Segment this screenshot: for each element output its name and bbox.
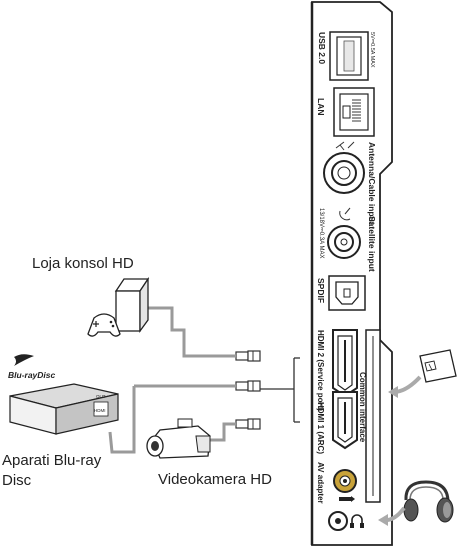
bluray-label: Aparati Blu-ray: [2, 452, 102, 469]
satellite-rating-label: 13/18V⎓0.3A MAX: [318, 208, 324, 259]
hdmi-1-port: [332, 391, 358, 450]
av-adapter-label: AV adapter: [316, 462, 325, 504]
common-interface-label: Common interface: [358, 372, 367, 443]
insert-headphone-arrow-icon: [378, 506, 406, 526]
camcorder: [146, 418, 211, 459]
hdmi-plug-bottom: [235, 418, 261, 430]
satellite-connector: [327, 225, 361, 259]
usb-label: USB 2.0: [317, 32, 327, 64]
gamepad-icon: [87, 313, 121, 337]
hdmi-cables: [108, 306, 236, 454]
av-adapter-jack: [333, 469, 357, 493]
bluray-label-line2: Disc: [2, 472, 32, 489]
bluray-out-label: OUT: [96, 394, 106, 399]
headphones-icon: [403, 480, 454, 523]
camera-label: Videokamera HD: [158, 471, 272, 488]
spdif-port: [328, 275, 366, 311]
insert-card-arrow-icon: [388, 375, 422, 398]
console-label: Loja konsol HD: [32, 255, 134, 272]
antenna-connector: [323, 152, 365, 194]
hdmi-2-port: [332, 329, 358, 398]
hdmi-2-label: HDMI 2 (Service port): [316, 330, 325, 411]
av-adapter-icon: [339, 496, 355, 502]
satellite-dish-icon: [339, 207, 351, 221]
game-console: [114, 276, 150, 333]
bluray-logo-text: Blu-rayDisc: [8, 370, 56, 380]
antenna-icon: [335, 141, 355, 151]
common-interface-slot: [365, 329, 381, 503]
hdmi-plug-top: [235, 350, 261, 362]
hdmi-plug-middle: [235, 380, 261, 392]
bluray-player: OUT HDMI: [9, 383, 119, 435]
headphone-symbol-icon: [350, 514, 364, 528]
satellite-label: Satellite input: [367, 216, 377, 272]
headphone-jack: [328, 511, 348, 531]
antenna-label: Antenna/Cable input: [367, 142, 377, 225]
cable-bracket: [260, 357, 300, 423]
bluray-hdmi-label: HDMI: [94, 408, 106, 413]
usb-rating-label: 5V⎓0.5A MAX: [369, 32, 375, 68]
hdmi-1-label: HDMI 1 (ARC): [316, 402, 325, 454]
lan-port: [333, 87, 375, 137]
bluray-logo: Blu-rayDisc: [8, 354, 56, 380]
usb-port: [329, 31, 369, 81]
lan-label: LAN: [316, 98, 326, 115]
ci-smart-card: [419, 349, 457, 383]
spdif-label: SPDIF: [316, 278, 326, 303]
